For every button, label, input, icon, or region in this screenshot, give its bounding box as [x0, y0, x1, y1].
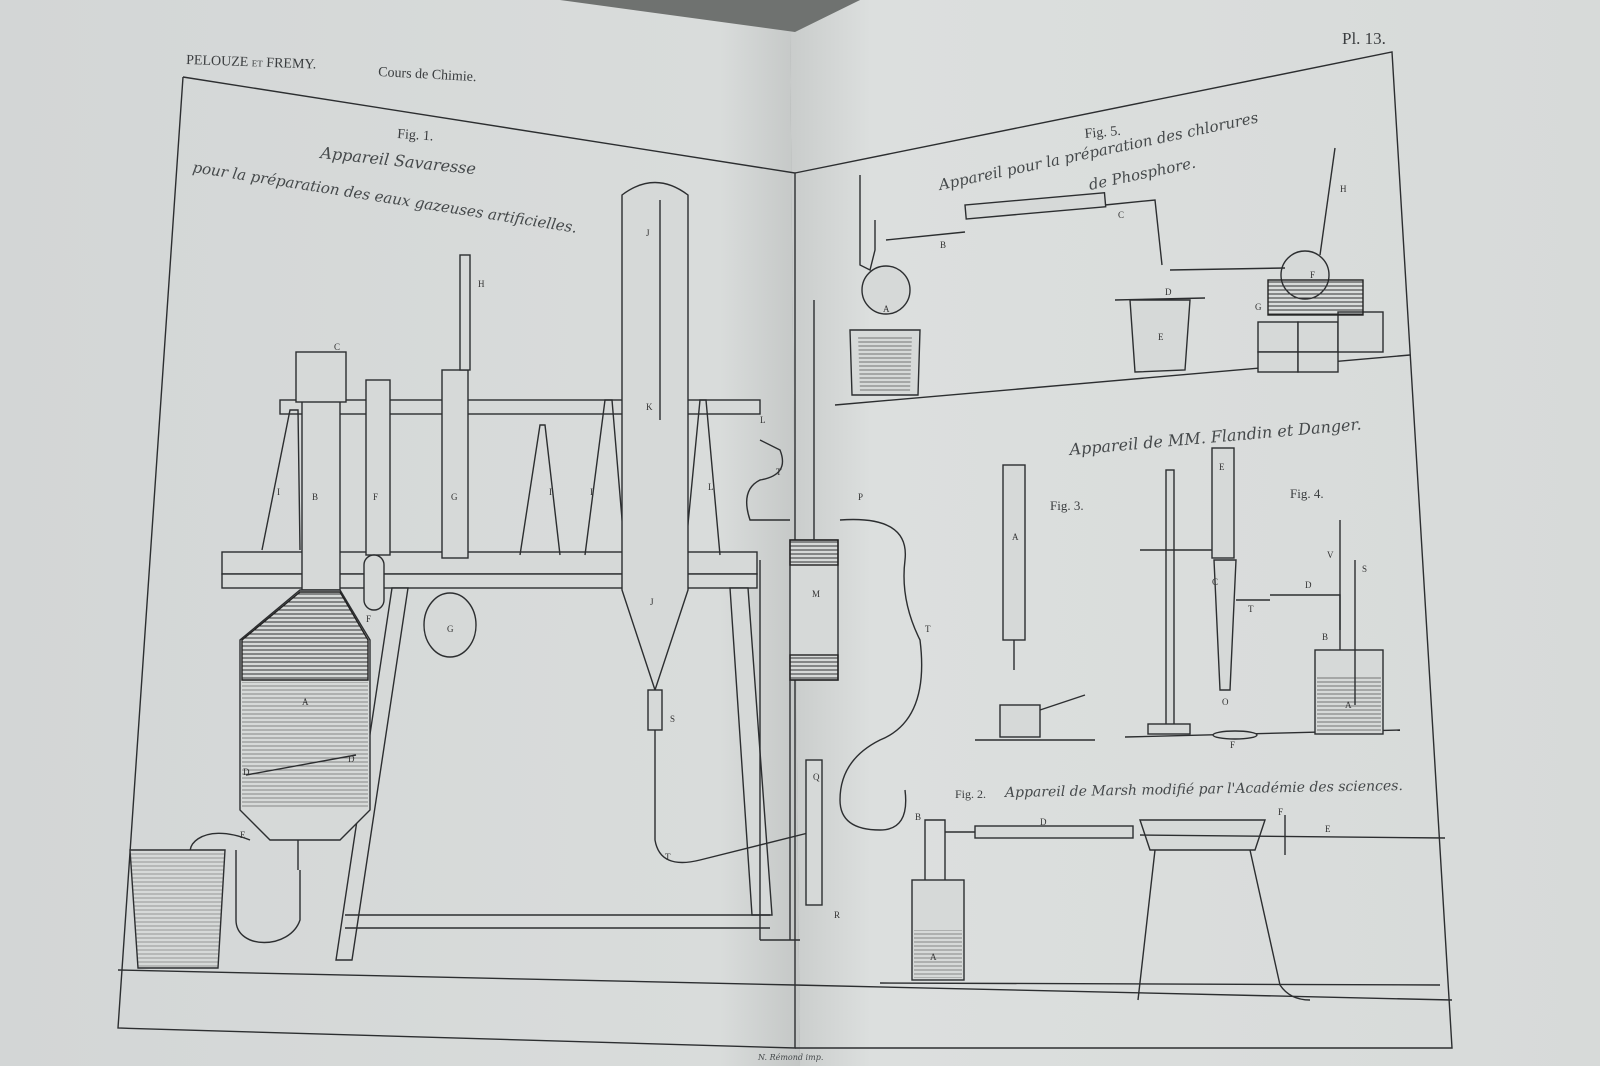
fig4-number: Fig. 4. — [1290, 486, 1324, 501]
fig5-number: Fig. 5. — [1084, 124, 1121, 142]
top-edge — [560, 0, 860, 32]
label: G — [1255, 302, 1262, 312]
divider — [794, 984, 1453, 1001]
label: C — [334, 342, 340, 352]
label: M — [812, 589, 820, 599]
fig1-number: Fig. 1. — [397, 127, 434, 144]
fig4-labels: A B C D E F O S T V — [1212, 462, 1367, 750]
label: L — [760, 415, 766, 425]
label: F — [1310, 270, 1315, 280]
header-authors: PELOUZE ET FREMY. — [186, 53, 317, 73]
fig5-labels: A B C D E F G H — [883, 184, 1347, 342]
right-page — [790, 0, 1600, 1066]
label: V — [1327, 550, 1334, 560]
label: I — [549, 487, 552, 497]
fig2-apparatus — [879, 815, 1446, 1001]
fig1-apparatus — [129, 181, 923, 969]
label: O — [1222, 697, 1229, 707]
divider — [117, 969, 796, 986]
label: D — [1305, 580, 1312, 590]
label: E — [1219, 462, 1225, 472]
fig3-fig4-apparatus — [975, 447, 1401, 741]
fig3-number: Fig. 3. — [1050, 498, 1084, 513]
label: D — [348, 754, 355, 764]
fig3-labels: A — [1012, 532, 1019, 542]
fig5-apparatus — [834, 147, 1411, 406]
label: J — [650, 597, 654, 607]
fig2-title: Appareil de Marsh modifié par l'Académie… — [1003, 778, 1403, 801]
label: E — [240, 830, 246, 840]
label: D — [1165, 287, 1172, 297]
label: C — [1118, 210, 1124, 220]
plate-border-right — [794, 51, 1453, 1049]
label: G — [451, 492, 458, 502]
fig2-number: Fig. 2. — [955, 787, 986, 801]
imprint: N. Rémond imp. — [757, 1053, 823, 1062]
label: A — [1012, 532, 1019, 542]
label: B — [312, 492, 318, 502]
label: S — [670, 714, 675, 724]
label: E — [1325, 824, 1331, 834]
label: G — [447, 624, 454, 634]
plate-number: Pl. 13. — [1342, 29, 1386, 48]
label: H — [1340, 184, 1347, 194]
label: R — [834, 910, 840, 920]
fig2-labels: A B D E F — [915, 807, 1331, 962]
label: K — [646, 402, 653, 412]
label: A — [930, 952, 937, 962]
fig1-labels: A B C D D E F F G G H I I I J J K L L M … — [240, 228, 931, 920]
label: H — [478, 279, 485, 289]
label: D — [243, 767, 250, 777]
label: L — [708, 482, 714, 492]
header-book-title: Cours de Chimie. — [378, 65, 477, 85]
label: A — [1345, 700, 1352, 710]
label: T — [776, 467, 782, 477]
label: E — [1158, 332, 1164, 342]
label: T — [1248, 604, 1254, 614]
label: F — [1278, 807, 1283, 817]
label: F — [373, 492, 378, 502]
label: I — [277, 487, 280, 497]
left-page — [0, 0, 800, 1066]
label: D — [1040, 817, 1047, 827]
label: P — [858, 492, 863, 502]
label: A — [883, 304, 890, 314]
label: T — [925, 624, 931, 634]
label: Q — [813, 772, 820, 782]
label: S — [1362, 564, 1367, 574]
label: J — [646, 228, 650, 238]
label: C — [1212, 577, 1218, 587]
label: B — [1322, 632, 1328, 642]
label: B — [940, 240, 946, 250]
label: A — [302, 697, 309, 707]
label: B — [915, 812, 921, 822]
label: T — [665, 852, 671, 862]
label: F — [1230, 740, 1235, 750]
label: F — [366, 614, 371, 624]
label: I — [590, 487, 593, 497]
